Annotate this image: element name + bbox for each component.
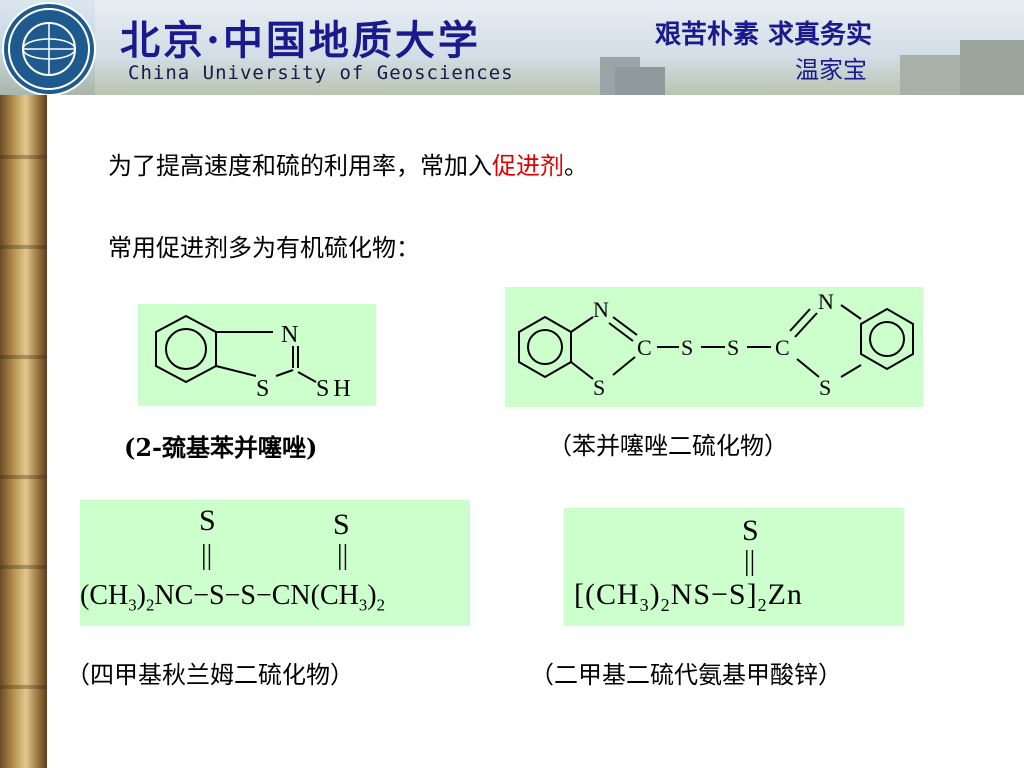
banner-building: [960, 40, 1024, 95]
intro-text: 为了提高速度和硫的利用率，常加入: [108, 152, 492, 180]
thiuram-formula: (CH3)2NC−S−S−CN(CH3)2: [80, 580, 385, 615]
structure-mercaptobenzothiazole: N S SH: [138, 304, 376, 406]
ring-sulfur-atom: S: [256, 376, 269, 402]
disulfide-structure-diagram: N S C S S C N S: [518, 289, 914, 400]
accelerator-statement: 常用促进剂多为有机硫化物：: [108, 234, 420, 262]
university-seal-icon: [8, 8, 90, 90]
nitrogen-atom: N: [593, 297, 609, 322]
university-logo: [2, 2, 96, 95]
double-bond: ||: [201, 540, 213, 571]
thiol-group: SH: [316, 376, 355, 402]
caption-tetramethylthiuram-disulfide: （四甲基秋兰姆二硫化物）: [66, 661, 354, 689]
intro-period: 。: [564, 152, 588, 180]
nitrogen-atom: N: [281, 322, 298, 348]
thione-sulfur-atom: S: [742, 514, 759, 547]
thione-sulfur-atom: S: [333, 508, 350, 541]
banner-background: [95, 0, 1024, 95]
carbon-atom: C: [775, 335, 790, 360]
ring-sulfur-atom: S: [819, 375, 831, 400]
benzothiazole-structure-diagram: N S SH: [155, 314, 355, 402]
caption-mercaptobenzothiazole: (2-巯基苯并噻唑): [124, 433, 318, 462]
university-name-english: China University of Geosciences: [128, 62, 514, 84]
caption-dibenzothiazole-disulfide: （苯并噻唑二硫化物）: [548, 432, 788, 460]
banner-building: [615, 67, 665, 95]
header-banner: 北京·中国地质大学 China University of Geoscience…: [0, 0, 1024, 95]
thione-sulfur-atom: S: [199, 504, 216, 537]
left-photo-strip: [0, 95, 47, 768]
sulfur-atom: S: [727, 335, 739, 360]
structure-tetramethylthiuram-disulfide: S S || || (CH3)2NC−S−S−CN(CH3)2: [80, 500, 470, 626]
structure-zinc-dimethyldithiocarbamate: S || [(CH3)2NS−S]2Zn: [564, 508, 904, 626]
motto-signature: 温家宝: [795, 56, 867, 84]
ring-sulfur-atom: S: [593, 375, 605, 400]
motto-text: 艰苦朴素 求真务实: [655, 20, 873, 50]
nitrogen-atom: N: [818, 289, 834, 314]
structure-dibenzothiazole-disulfide: N S C S S C N S: [505, 287, 923, 407]
intro-sentence: 为了提高速度和硫的利用率，常加入促进剂。: [108, 146, 588, 181]
double-bond: ||: [744, 546, 756, 577]
sulfur-atom: S: [681, 335, 693, 360]
caption-zinc-dimethyldithiocarbamate: （二甲基二硫代氨基甲酸锌）: [530, 661, 842, 689]
dithiocarbamate-formula: [(CH3)2NS−S]2Zn: [574, 578, 803, 615]
university-name-chinese: 北京·中国地质大学: [120, 17, 481, 64]
carbon-atom: C: [637, 335, 652, 360]
double-bond: ||: [337, 540, 349, 571]
accelerator-highlight: 促进剂: [492, 152, 564, 180]
